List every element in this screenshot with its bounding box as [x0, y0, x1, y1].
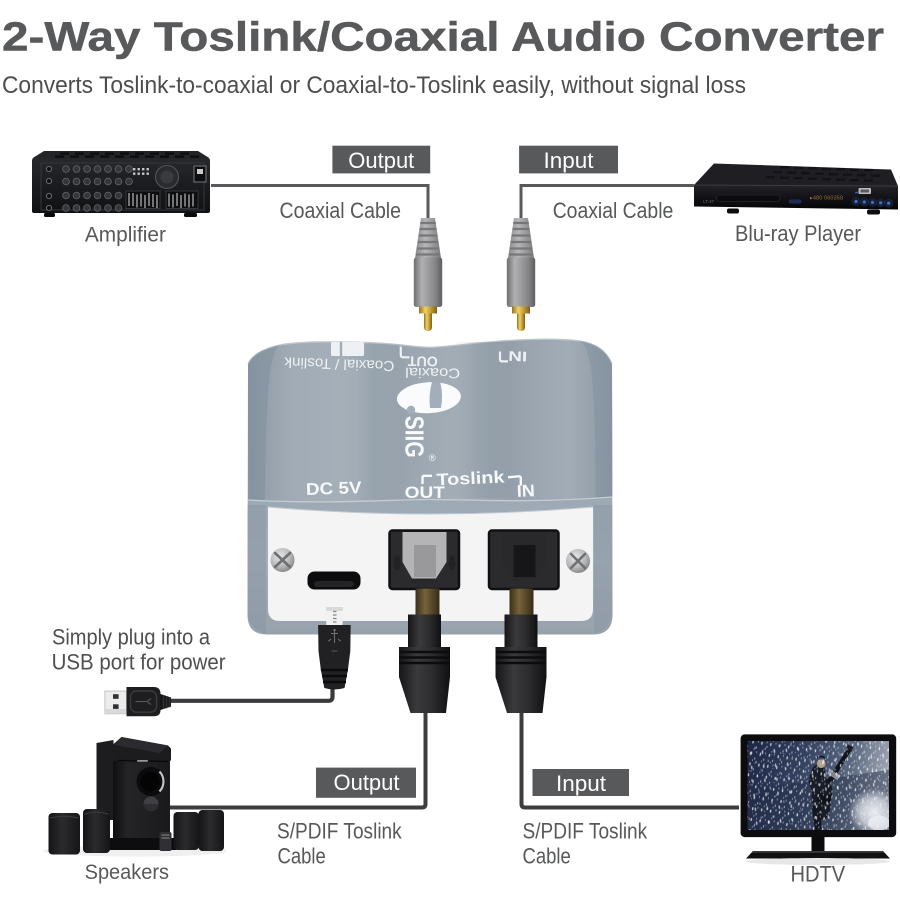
svg-text:Speakers: Speakers — [85, 861, 169, 884]
svg-text:HDTV: HDTV — [790, 862, 845, 887]
svg-text:Coaxial: Coaxial — [405, 365, 460, 382]
svg-text:SIIG: SIIG — [400, 416, 430, 458]
svg-text:Coaxial / Toslink: Coaxial / Toslink — [283, 353, 394, 373]
svg-text:S/PDIF Toslink: S/PDIF Toslink — [523, 818, 649, 843]
svg-text:2-Way Toslink/Coaxial Audio Co: 2-Way Toslink/Coaxial Audio Converter — [2, 14, 884, 60]
svg-text:Converts Toslink-to-coaxial or: Converts Toslink-to-coaxial or Coaxial-t… — [2, 72, 746, 99]
svg-text:IN: IN — [508, 348, 528, 365]
svg-text:Coaxial Cable: Coaxial Cable — [553, 198, 674, 223]
svg-text:DC 5V: DC 5V — [306, 478, 363, 499]
svg-text:USB port for power: USB port for power — [52, 649, 226, 674]
svg-text:®: ® — [429, 453, 436, 463]
svg-text:Cable: Cable — [523, 843, 571, 868]
svg-text:Toslink: Toslink — [436, 468, 505, 490]
svg-text:Amplifier: Amplifier — [85, 223, 166, 246]
svg-text:OUT: OUT — [407, 353, 438, 370]
svg-text:▸480 060358: ▸480 060358 — [810, 195, 843, 201]
svg-text:Simply plug into a: Simply plug into a — [52, 625, 211, 650]
svg-text:Cable: Cable — [278, 843, 326, 868]
svg-text:OUT: OUT — [405, 483, 446, 502]
svg-text:Input: Input — [556, 771, 606, 796]
svg-text:Blu-ray Player: Blu-ray Player — [735, 221, 861, 246]
svg-text:Output: Output — [334, 770, 400, 795]
svg-text:Coaxial Cable: Coaxial Cable — [280, 198, 402, 223]
svg-text:Output: Output — [348, 148, 414, 173]
svg-text:Input: Input — [544, 148, 594, 173]
svg-text:S/PDIF Toslink: S/PDIF Toslink — [277, 818, 403, 843]
svg-text:IN: IN — [516, 481, 535, 501]
svg-text:LT-27: LT-27 — [703, 199, 715, 204]
